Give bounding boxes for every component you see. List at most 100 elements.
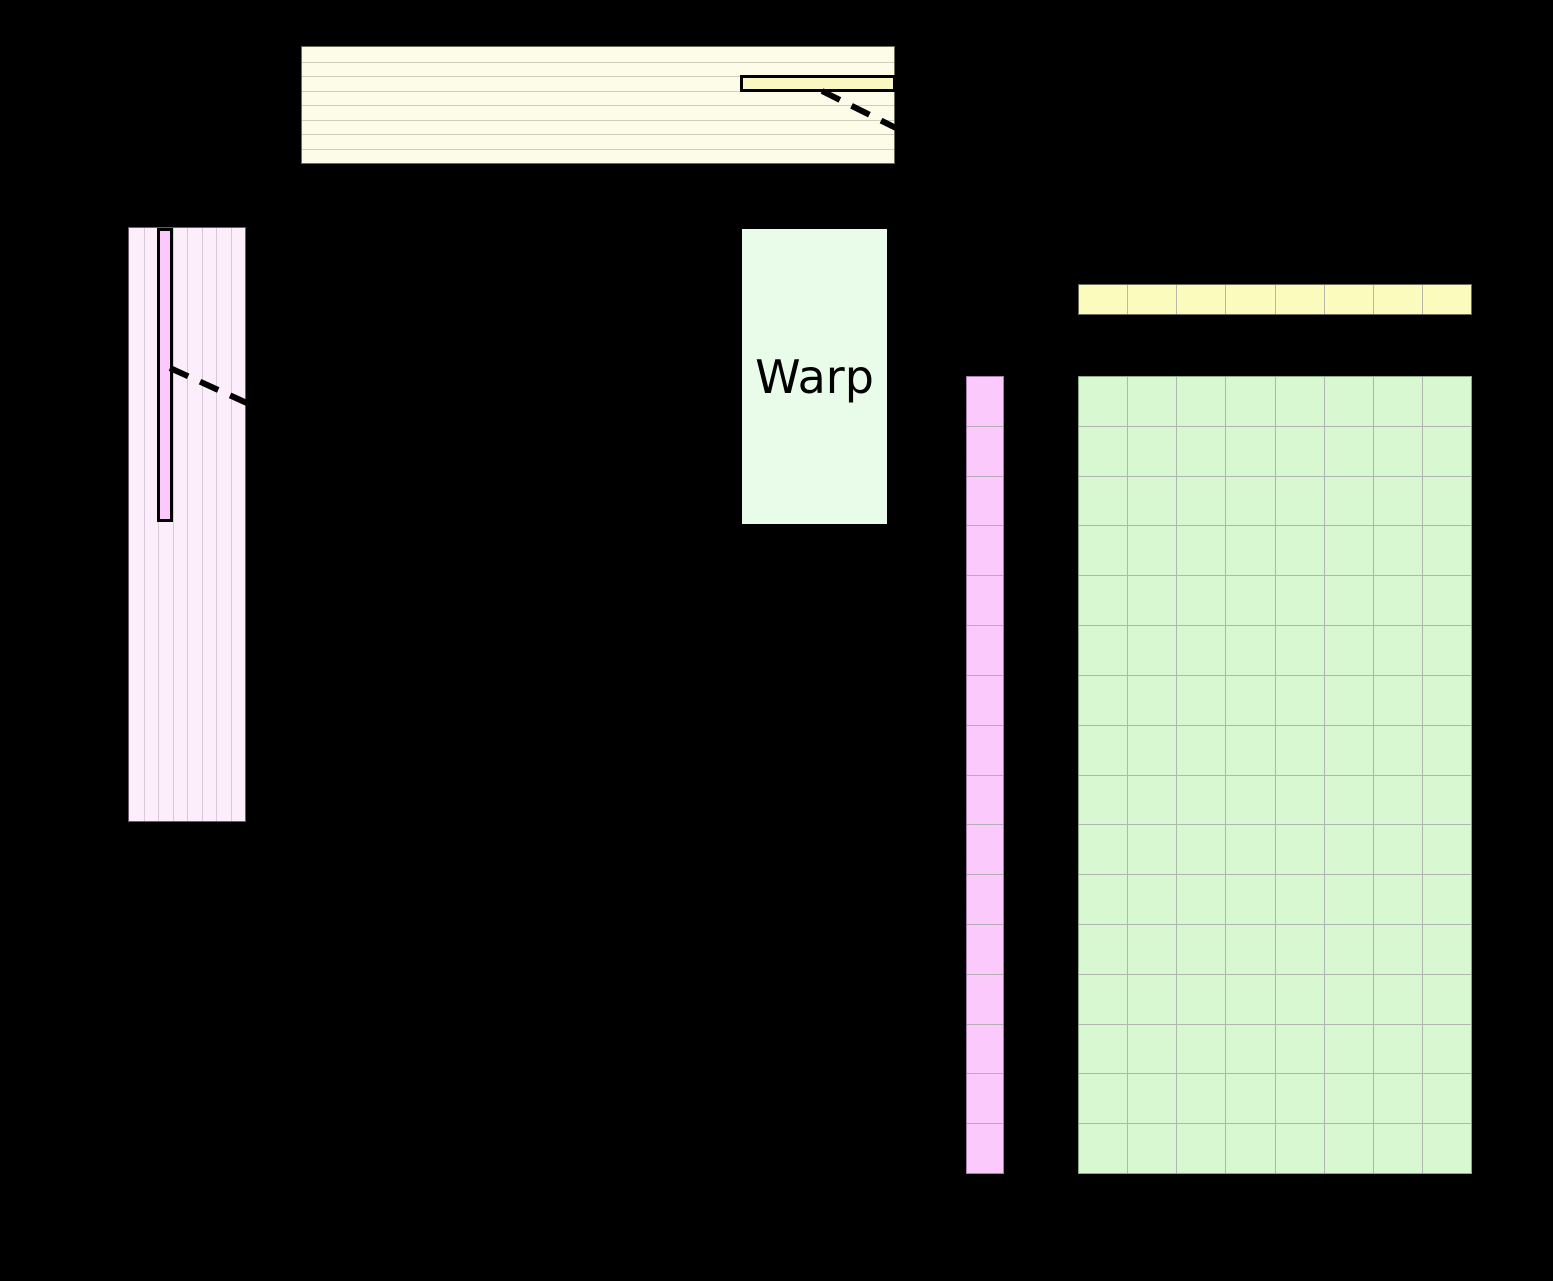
matrix-cell (1128, 576, 1178, 626)
warp-label: Warp (755, 349, 874, 404)
warp-box: Warp (742, 229, 887, 524)
matrix-cell (1423, 1025, 1471, 1074)
matrix-cell (1177, 775, 1227, 825)
matrix-cell (1226, 825, 1276, 875)
matrix-cell (1177, 1024, 1227, 1074)
matrix-row (1079, 974, 1471, 1025)
matrix-cell (1226, 974, 1276, 1024)
matrix-cell (1276, 476, 1325, 526)
matrix-cell (1325, 924, 1374, 974)
matrix-cell (1423, 626, 1471, 675)
lane-cell (967, 526, 1003, 577)
matrix-cell (1325, 775, 1374, 825)
highlighted-thread-column[interactable] (157, 228, 173, 522)
matrix-cell (1177, 875, 1227, 924)
vector-cell (1226, 285, 1276, 314)
vector-cell (1177, 285, 1227, 314)
lane-cell (967, 676, 1003, 726)
matrix-cell (1423, 526, 1471, 575)
matrix-cell (1374, 974, 1423, 1024)
matrix-cell (1276, 426, 1325, 476)
matrix-cell (1325, 1124, 1374, 1173)
lane-cell (967, 1074, 1003, 1125)
matrix-cell (1226, 875, 1276, 924)
matrix-cell (1374, 924, 1423, 974)
matrix-cell (1226, 1074, 1276, 1124)
matrix-cell (1128, 476, 1178, 526)
matrix-cell (1079, 775, 1129, 825)
matrix-cell (1226, 1024, 1276, 1074)
lane-cell (967, 975, 1003, 1025)
matrix-cell (1374, 476, 1423, 526)
matrix-cell (1374, 725, 1423, 775)
matrix-cell (1325, 1024, 1374, 1074)
matrix-cell (1128, 1074, 1178, 1124)
matrix-cell (1423, 427, 1471, 476)
global-memory-block (301, 46, 895, 164)
matrix-cell (1226, 775, 1276, 825)
matrix-cell (1128, 626, 1178, 675)
matrix-cell (1128, 924, 1178, 974)
matrix-cell (1079, 725, 1129, 775)
matrix-cell (1276, 974, 1325, 1024)
vector-cell (1374, 285, 1423, 314)
matrix-cell (1423, 477, 1471, 526)
vector-cell (1325, 285, 1374, 314)
global-memory-highlighted-row[interactable] (740, 75, 896, 92)
matrix-cell (1423, 925, 1471, 974)
lane-cell (967, 1124, 1003, 1173)
matrix-cell (1177, 626, 1227, 675)
global-memory-row-separator (302, 148, 894, 150)
matrix-cell (1177, 675, 1227, 725)
lane-cell (967, 576, 1003, 627)
lane-cell (967, 825, 1003, 876)
matrix-cell (1423, 776, 1471, 825)
matrix-cell (1079, 576, 1129, 626)
lane-cell (967, 925, 1003, 975)
matrix-row (1079, 1024, 1471, 1075)
matrix-cell (1423, 676, 1471, 725)
matrix-cell (1423, 875, 1471, 924)
matrix-cell (1325, 626, 1374, 675)
thread-column-separator (172, 228, 174, 821)
thread-column-separator (143, 228, 145, 821)
matrix-row (1079, 526, 1471, 577)
vector-cell (1128, 285, 1178, 314)
matrix-cell (1325, 675, 1374, 725)
matrix-cell (1177, 377, 1227, 426)
matrix-cell (1423, 1074, 1471, 1123)
matrix-cell (1079, 1074, 1129, 1124)
matrix-cell (1177, 974, 1227, 1024)
matrix-cell (1423, 726, 1471, 775)
matrix-cell (1374, 825, 1423, 875)
matrix-cell (1276, 576, 1325, 626)
matrix-cell (1177, 924, 1227, 974)
matrix-cell (1128, 1124, 1178, 1173)
matrix-cell (1276, 725, 1325, 775)
matrix-row (1079, 775, 1471, 826)
matrix-cell (1079, 825, 1129, 875)
matrix-cell (1325, 875, 1374, 924)
matrix-cell (1325, 725, 1374, 775)
matrix-cell (1374, 775, 1423, 825)
matrix-cell (1276, 825, 1325, 875)
matrix-cell (1276, 377, 1325, 426)
matrix-row (1079, 875, 1471, 925)
matrix-cell (1226, 725, 1276, 775)
global-memory-row-separator (302, 90, 894, 92)
global-memory-row-separator (302, 61, 894, 63)
matrix-cell (1079, 626, 1129, 675)
matrix-cell (1325, 1074, 1374, 1124)
matrix-grid (1078, 376, 1472, 1174)
matrix-row (1079, 626, 1471, 676)
matrix-cell (1128, 825, 1178, 875)
matrix-row (1079, 377, 1471, 427)
matrix-cell (1226, 526, 1276, 576)
matrix-cell (1128, 725, 1178, 775)
matrix-cell (1079, 1024, 1129, 1074)
matrix-cell (1177, 426, 1227, 476)
matrix-cell (1226, 426, 1276, 476)
matrix-cell (1226, 626, 1276, 675)
matrix-cell (1128, 675, 1178, 725)
